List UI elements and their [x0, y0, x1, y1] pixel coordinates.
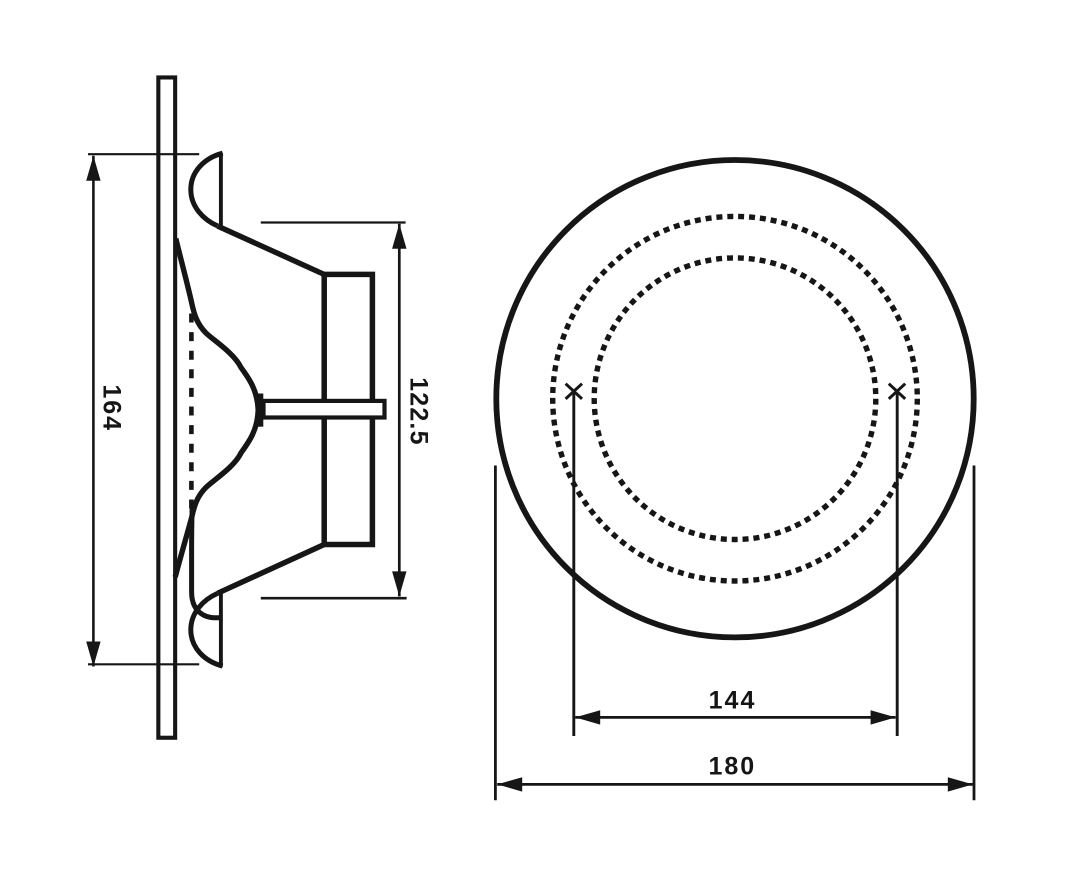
svg-text:144: 144 — [709, 687, 757, 715]
svg-text:164: 164 — [97, 384, 125, 432]
svg-text:122.5: 122.5 — [405, 377, 433, 446]
svg-text:180: 180 — [708, 753, 756, 781]
